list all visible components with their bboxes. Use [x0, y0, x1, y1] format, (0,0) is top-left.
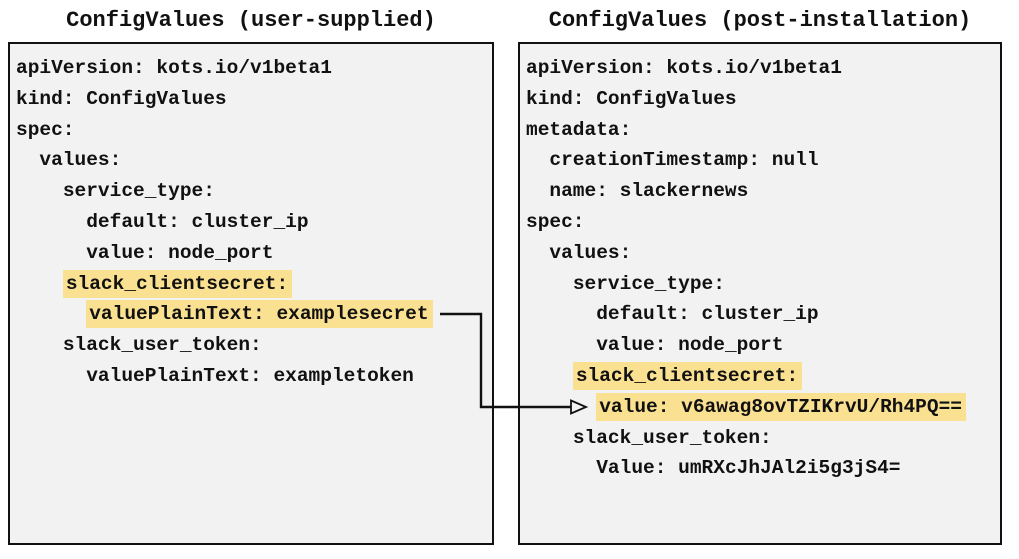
indent-spaces — [526, 334, 596, 356]
indent-spaces — [526, 427, 573, 449]
code-line: name: slackernews — [526, 176, 994, 207]
code-line: value: node_port — [16, 238, 486, 269]
indent-spaces — [16, 180, 63, 202]
code-line: Value: umRXcJhJAl2i5g3jS4= — [526, 453, 994, 484]
code-line: default: cluster_ip — [526, 299, 994, 330]
indent-spaces — [526, 457, 596, 479]
indent-spaces — [526, 149, 549, 171]
code-line: service_type: — [526, 269, 994, 300]
panel-title-post-installation: ConfigValues (post-installation) — [548, 8, 972, 33]
indent-spaces — [526, 273, 573, 295]
code-text: kind: ConfigValues — [526, 87, 737, 110]
code-text: apiVersion: kots.io/v1beta1 — [16, 57, 332, 79]
code-line: kind: ConfigValues — [16, 84, 486, 115]
highlighted-code-text: slack_clientsecret: — [62, 269, 293, 298]
indent-spaces — [526, 303, 596, 325]
code-block-post-installation: apiVersion: kots.io/v1beta1 kind: ConfigV… — [526, 53, 994, 484]
indent-spaces — [16, 149, 39, 171]
code-text: Value: umRXcJhJAl2i5g3jS4= — [596, 457, 901, 480]
code-line: valuePlainText: examplesecret — [16, 299, 486, 330]
highlighted-code-text: valuePlainText: examplesecret — [86, 300, 433, 329]
panel-user-supplied: apiVersion: kots.io/v1beta1 kind: ConfigV… — [8, 42, 494, 545]
code-text: apiVersion: kots.io/v1beta1 — [526, 57, 842, 79]
panel-title-user-supplied: ConfigValues (user-supplied) — [66, 8, 436, 33]
code-line: spec: — [526, 207, 994, 238]
indent-spaces — [526, 180, 549, 202]
code-text: name: slackernews — [549, 180, 749, 203]
code-line: metadata: — [526, 115, 994, 146]
indent-spaces — [16, 242, 86, 264]
code-text: metadata: — [526, 118, 632, 141]
indent-spaces — [16, 365, 86, 387]
code-line: value: node_port — [526, 330, 994, 361]
code-line: spec: — [16, 115, 486, 146]
code-text: value: node_port — [86, 241, 274, 264]
code-block-user-supplied: apiVersion: kots.io/v1beta1 kind: ConfigV… — [16, 53, 486, 392]
indent-spaces — [526, 365, 573, 387]
code-line: slack_clientsecret: — [16, 269, 486, 300]
code-text: value: node_port — [596, 334, 784, 357]
code-line: slack_user_token: — [16, 330, 486, 361]
code-line: values: — [526, 238, 994, 269]
code-text: service_type: — [62, 180, 215, 203]
indent-spaces — [526, 242, 549, 264]
highlighted-code-text: value: v6awag8ovTZIKrvU/Rh4PQ== — [596, 392, 966, 421]
indent-spaces — [16, 334, 63, 356]
code-line: slack_clientsecret: — [526, 361, 994, 392]
code-line: apiVersion: kots.io/v1beta1 — [526, 53, 994, 84]
code-text: service_type: — [572, 272, 725, 295]
code-text: spec: — [526, 210, 585, 233]
code-line: service_type: — [16, 176, 486, 207]
code-text: kind: ConfigValues — [16, 87, 227, 110]
code-line: default: cluster_ip — [16, 207, 486, 238]
code-text: creationTimestamp: null — [549, 149, 819, 172]
code-line: kind: ConfigValues — [526, 84, 994, 115]
code-text: default: cluster_ip — [86, 210, 309, 233]
code-line: valuePlainText: exampletoken — [16, 361, 486, 392]
indent-spaces — [16, 303, 86, 325]
panel-post-installation: apiVersion: kots.io/v1beta1 kind: ConfigV… — [518, 42, 1002, 545]
indent-spaces — [16, 273, 63, 295]
code-text: valuePlainText: exampletoken — [86, 364, 414, 387]
code-text: values: — [39, 149, 122, 172]
code-line: value: v6awag8ovTZIKrvU/Rh4PQ== — [526, 392, 994, 423]
code-line: slack_user_token: — [526, 423, 994, 454]
code-text: values: — [549, 241, 632, 264]
highlighted-code-text: slack_clientsecret: — [572, 361, 803, 390]
indent-spaces — [526, 396, 596, 418]
code-line: creationTimestamp: null — [526, 145, 994, 176]
code-line: apiVersion: kots.io/v1beta1 — [16, 53, 486, 84]
code-text: default: cluster_ip — [596, 303, 819, 326]
code-line: values: — [16, 145, 486, 176]
code-text: spec: — [16, 118, 75, 141]
code-text: slack_user_token: — [572, 426, 772, 449]
indent-spaces — [16, 211, 86, 233]
code-text: slack_user_token: — [62, 334, 262, 357]
